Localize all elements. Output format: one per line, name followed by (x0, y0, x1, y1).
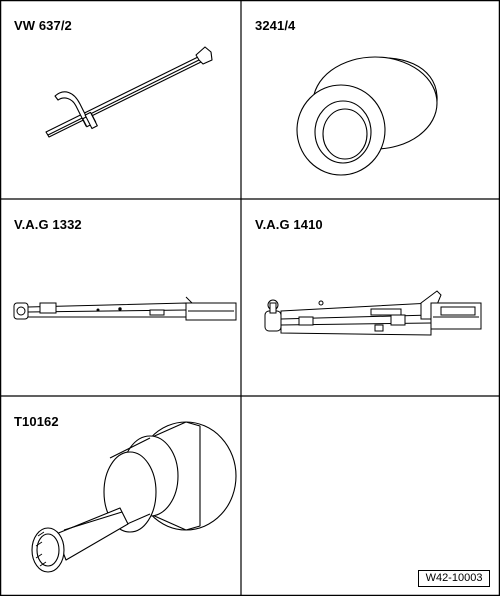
splined-socket-icon (31, 421, 237, 573)
torque-wrench-icon (264, 290, 482, 336)
figure-reference: W42-10003 (418, 570, 490, 587)
torque-wrench-icon (13, 296, 237, 321)
empty-cell (241, 396, 500, 596)
tool-label: VW 637/2 (14, 18, 72, 33)
tool-label: V.A.G 1410 (255, 217, 323, 232)
lever-tool-icon (45, 46, 213, 138)
tool-cell-vw-637-2: VW 637/2 (0, 0, 241, 199)
sleeve-icon (296, 56, 438, 176)
tool-label: 3241/4 (255, 18, 296, 33)
tool-label: V.A.G 1332 (14, 217, 82, 232)
tool-cell-t10162: T10162 (0, 396, 241, 596)
tool-label: T10162 (14, 414, 59, 429)
tool-cell-vag-1410: V.A.G 1410 (241, 199, 500, 396)
tool-cell-3241-4: 3241/4 (241, 0, 500, 199)
tool-cell-vag-1332: V.A.G 1332 (0, 199, 241, 396)
